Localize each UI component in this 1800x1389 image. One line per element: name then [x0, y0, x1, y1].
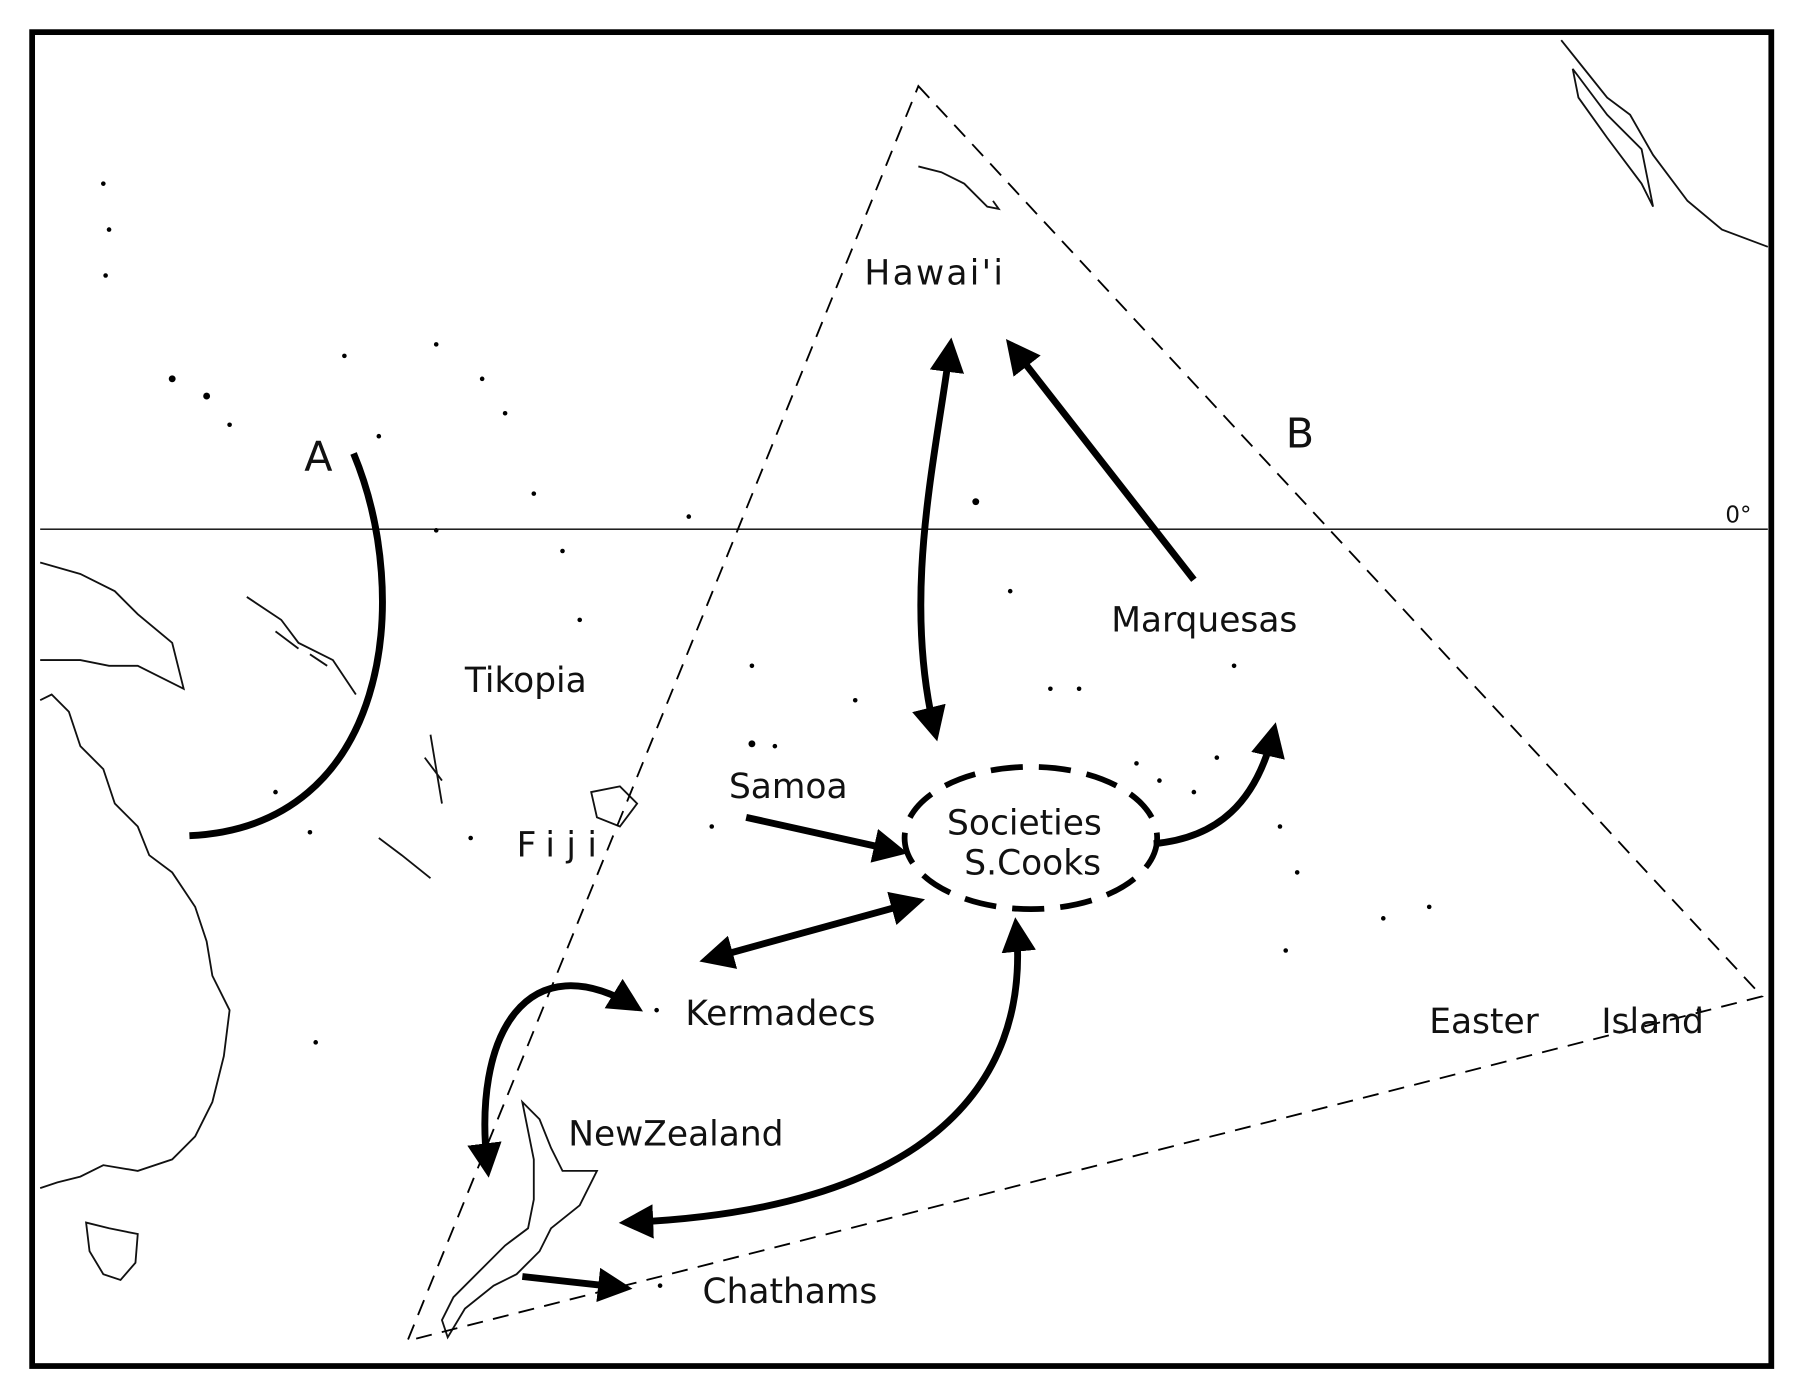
map-frame: [29, 29, 1775, 1369]
label-kermadecs: Kermadecs: [685, 994, 875, 1034]
label-hawaii: Hawai'i: [864, 254, 1005, 294]
arrow-societies-marquesas: [1153, 722, 1285, 848]
australia-coast: [39, 693, 231, 1189]
vanuatu-new-caledonia: [378, 734, 443, 879]
label-fiji: Fiji: [517, 825, 609, 865]
new-guinea-coast: [39, 561, 186, 691]
label-chathams: Chathams: [703, 1272, 878, 1312]
equator-label: 0°: [1725, 502, 1751, 528]
north-america-coast: [1560, 39, 1769, 248]
solomon-islands: [246, 596, 357, 696]
label-samoa: Samoa: [729, 767, 848, 807]
region-label-b: B: [1286, 410, 1314, 458]
label-tikopia: Tikopia: [464, 661, 587, 701]
label-island: Island: [1601, 1002, 1703, 1042]
tasmania-coast: [85, 1221, 139, 1282]
region-label-a: A: [304, 433, 332, 481]
arrow-newzealand-chathams: [521, 1267, 633, 1303]
arrow-newzealand-kermadecs: [467, 978, 643, 1178]
arrow-societies-newzealand: [618, 917, 1036, 1239]
arrow-hawaii-societies: [912, 337, 965, 742]
arrow-marquesas-hawaii: [1005, 338, 1197, 582]
label-easter: Easter: [1429, 1002, 1539, 1042]
baja-coast: [1571, 68, 1654, 208]
polynesian-triangle: [405, 84, 1764, 1343]
label-societies: Societies: [947, 804, 1102, 844]
migration-arrows: [189, 337, 1285, 1303]
fiji-islands: [590, 785, 639, 828]
arc-a: [189, 452, 386, 840]
label-s-cooks: S.Cooks: [964, 844, 1101, 884]
arrow-samoa-societies: [745, 813, 908, 863]
label-marquesas: Marquesas: [1111, 600, 1297, 640]
label-new-zealand: NewZealand: [568, 1115, 783, 1155]
coastlines: [39, 39, 1769, 1340]
hawaii-islands: [918, 165, 1001, 211]
